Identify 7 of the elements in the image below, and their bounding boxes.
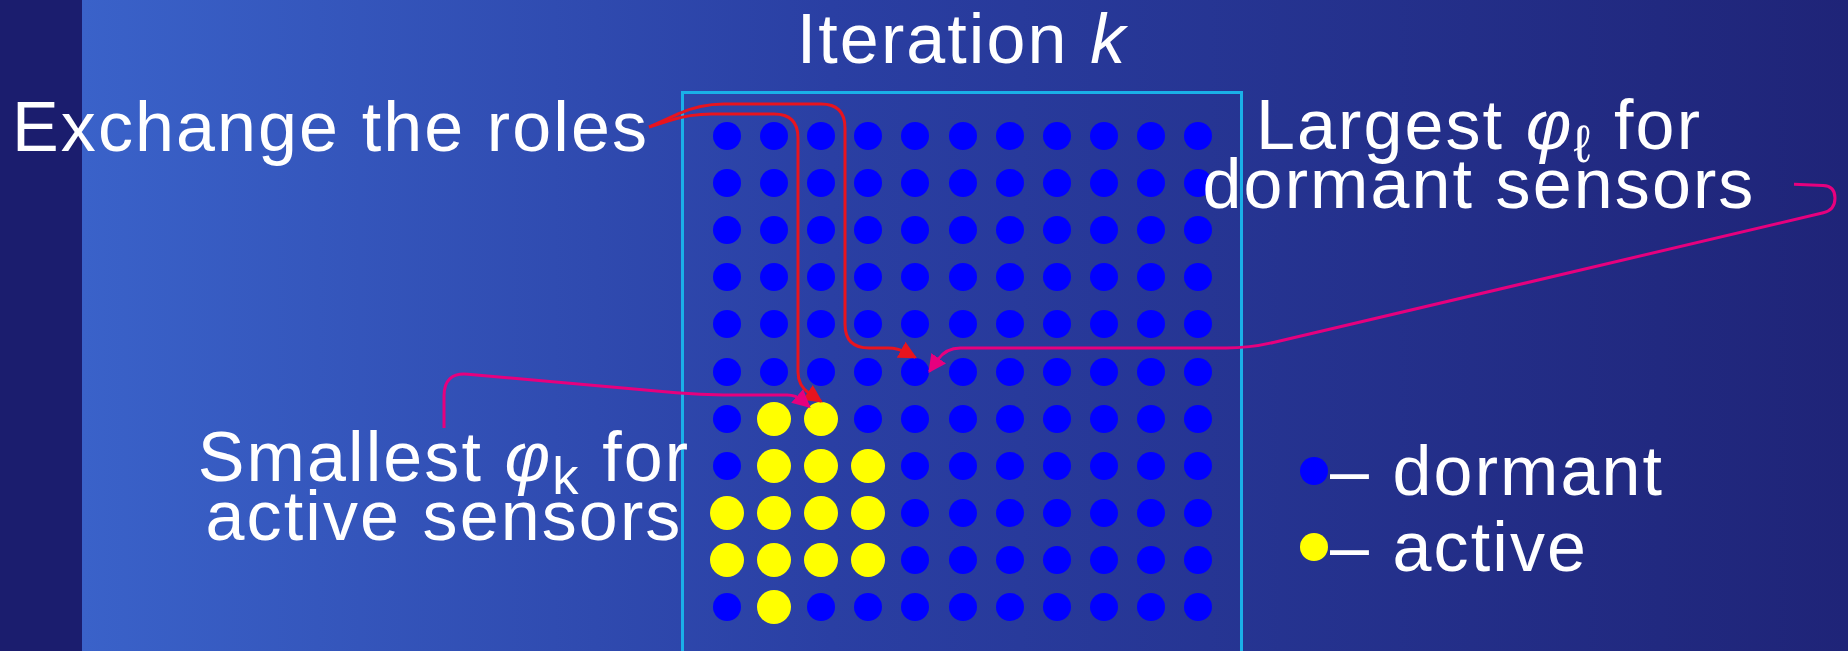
panel-title: Iteration k	[796, 0, 1128, 78]
legend-text: – dormant	[1330, 436, 1665, 506]
legend-text: – active	[1330, 512, 1589, 582]
curved-arrow	[928, 182, 1837, 373]
annotation-text: Smallest φ$_{k}$ for active sensors	[164, 428, 724, 546]
curved-arrow	[442, 372, 811, 428]
curved-arrow	[648, 102, 917, 359]
